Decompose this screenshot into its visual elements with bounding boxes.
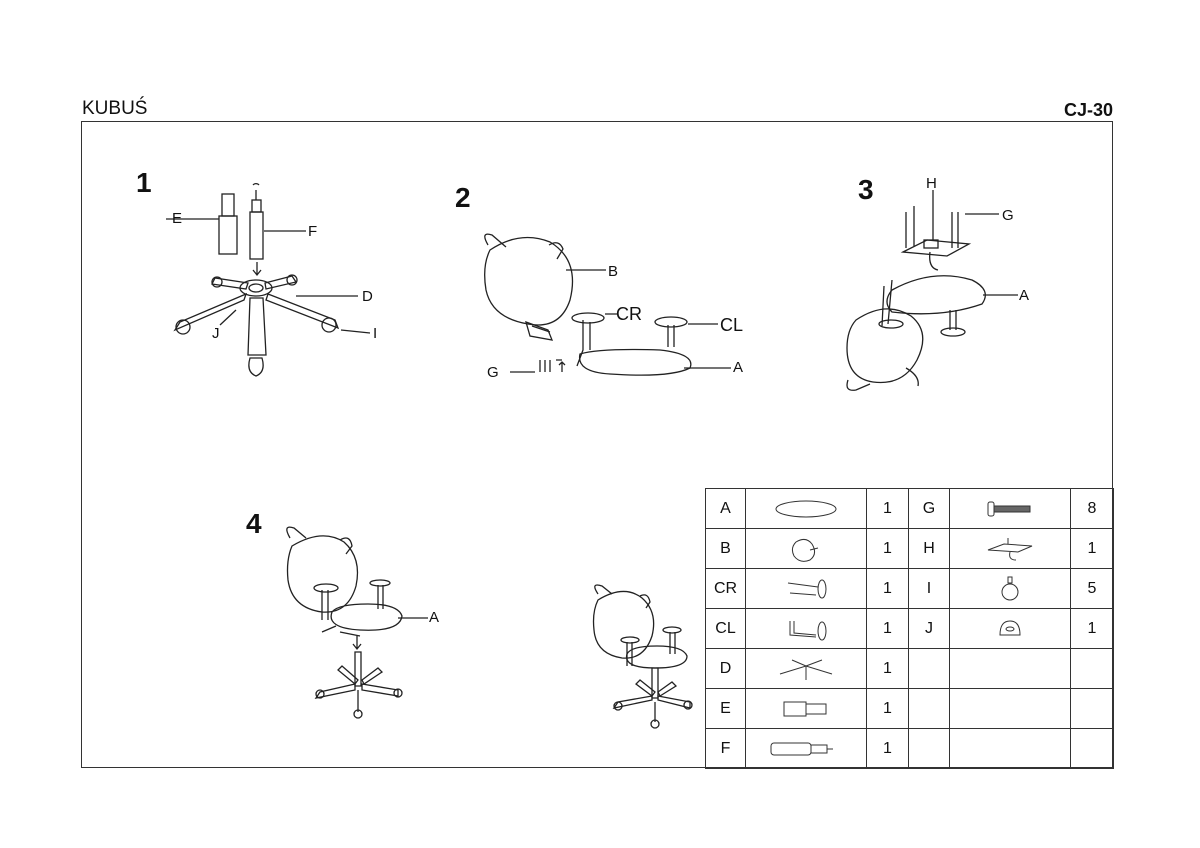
step-4-illustration — [286, 526, 428, 719]
part-code: H — [908, 528, 950, 569]
table-row: D 1 — [705, 648, 1114, 689]
step-4-number: 4 — [246, 508, 262, 539]
step-1-label-d: D — [362, 288, 373, 305]
base-cap-icon — [949, 608, 1071, 649]
empty-cell — [949, 728, 1071, 769]
part-code: CR — [705, 568, 746, 609]
part-qty: 1 — [866, 568, 909, 609]
step-2-label-cl: CL — [720, 315, 744, 335]
assembled-chair-illustration — [592, 584, 693, 729]
step-4-label-a: A — [429, 609, 440, 626]
table-row: A 1 G 8 — [705, 488, 1114, 529]
step-1-label-i: I — [373, 325, 378, 342]
model-code: CJ-30 — [1063, 100, 1113, 120]
step-3-label-g: G — [1002, 207, 1014, 224]
empty-cell — [949, 648, 1071, 689]
step-2-label-b: B — [608, 263, 619, 280]
step-2-label-g: G — [487, 364, 499, 381]
armrest-left-icon — [745, 608, 867, 649]
part-code: F — [705, 728, 746, 769]
empty-cell — [949, 688, 1071, 729]
step-2-illustration — [484, 233, 731, 376]
part-qty: 5 — [1070, 568, 1114, 609]
gas-lift-icon — [745, 728, 867, 769]
empty-cell — [1070, 688, 1114, 729]
instruction-frame — [81, 121, 1113, 768]
step-3-illustration — [846, 190, 1018, 391]
step-3-label-a: A — [1019, 287, 1030, 304]
table-row: CL 1 J 1 — [705, 608, 1114, 649]
table-row: B 1 H 1 — [705, 528, 1114, 569]
step-1-label-e: E — [172, 210, 183, 227]
step-2-label-cr: CR — [616, 304, 642, 324]
part-qty: 1 — [866, 488, 909, 529]
empty-cell — [908, 648, 950, 689]
step-2-label-a: A — [733, 359, 744, 376]
empty-cell — [1070, 648, 1114, 689]
seat-icon — [745, 488, 867, 529]
part-qty: 1 — [866, 728, 909, 769]
product-name: KUBUŚ — [82, 98, 148, 119]
gas-lift-cover-icon — [745, 688, 867, 729]
part-qty: 1 — [866, 528, 909, 569]
part-code: A — [705, 488, 746, 529]
part-qty: 1 — [866, 688, 909, 729]
part-qty: 1 — [866, 648, 909, 689]
base-icon — [745, 648, 867, 689]
step-1-label-f: F — [308, 223, 318, 240]
screw-icon — [949, 488, 1071, 529]
empty-cell — [908, 728, 950, 769]
step-1-illustration — [166, 183, 371, 377]
part-qty: 8 — [1070, 488, 1114, 529]
step-3-label-h: H — [926, 175, 937, 192]
step-3-number: 3 — [858, 174, 874, 205]
part-code: I — [908, 568, 950, 609]
part-code: J — [908, 608, 950, 649]
step-2-number: 2 — [455, 182, 471, 213]
backrest-icon — [745, 528, 867, 569]
part-code: D — [705, 648, 746, 689]
empty-cell — [1070, 728, 1114, 769]
part-code: CL — [705, 608, 746, 649]
table-row: CR 1 I 5 — [705, 568, 1114, 609]
part-qty: 1 — [866, 608, 909, 649]
step-1-label-j: J — [212, 325, 220, 342]
parts-table: A 1 G 8 B 1 H 1 CR 1 I 5 CL 1 J 1 D 1 — [705, 488, 1114, 769]
part-qty: 1 — [1070, 608, 1114, 649]
part-code: B — [705, 528, 746, 569]
step-1-number: 1 — [136, 167, 152, 198]
empty-cell — [908, 688, 950, 729]
part-code: G — [908, 488, 950, 529]
mechanism-icon — [949, 528, 1071, 569]
table-row: E 1 — [705, 688, 1114, 729]
table-row: F 1 — [705, 728, 1114, 769]
armrest-right-icon — [745, 568, 867, 609]
part-code: E — [705, 688, 746, 729]
part-qty: 1 — [1070, 528, 1114, 569]
caster-icon — [949, 568, 1071, 609]
